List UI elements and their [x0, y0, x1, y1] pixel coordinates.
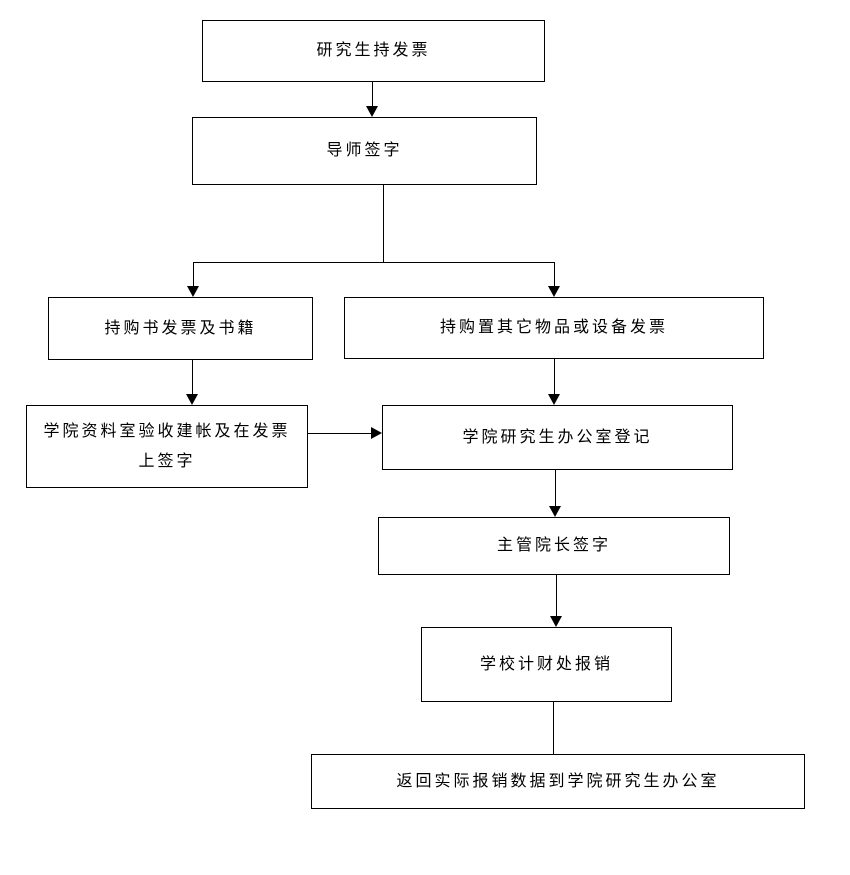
connector-n3-n5 — [192, 360, 193, 395]
arrowhead-down-icon — [366, 106, 378, 117]
flow-node-book-invoice-and-books: 持购书发票及书籍 — [48, 297, 313, 360]
connector-n2-branch — [383, 185, 384, 263]
flow-node-advisor-signature: 导师签字 — [192, 117, 537, 185]
flow-node-other-goods-equipment-invoice: 持购置其它物品或设备发票 — [344, 297, 764, 359]
arrowhead-down-icon — [186, 394, 198, 405]
flow-node-dean-signature: 主管院长签字 — [378, 517, 730, 575]
flow-node-student-holds-invoice: 研究生持发票 — [202, 20, 545, 82]
connector-n5-n6 — [308, 433, 372, 434]
connector-n1-n2 — [372, 82, 373, 107]
arrowhead-down-icon — [548, 394, 560, 405]
flow-node-return-reimbursement-data: 返回实际报销数据到学院研究生办公室 — [311, 754, 805, 809]
connector-branch-n3 — [193, 262, 194, 287]
connector-n6-n7 — [555, 470, 556, 507]
flow-node-library-check-and-sign: 学院资料室验收建帐及在发票上签字 — [26, 405, 308, 488]
arrowhead-down-icon — [548, 286, 560, 297]
flow-node-finance-office-reimbursement: 学校计财处报销 — [421, 627, 672, 702]
flow-node-grad-office-registration: 学院研究生办公室登记 — [382, 405, 733, 470]
arrowhead-down-icon — [187, 286, 199, 297]
connector-n7-n8 — [556, 575, 557, 617]
arrowhead-down-icon — [549, 506, 561, 517]
connector-branch-n4 — [554, 262, 555, 287]
arrowhead-right-icon — [371, 427, 382, 439]
connector-n4-n6 — [554, 359, 555, 395]
connector-branch-bar — [193, 262, 555, 263]
arrowhead-down-icon — [550, 616, 562, 627]
connector-n8-n9 — [553, 702, 554, 754]
